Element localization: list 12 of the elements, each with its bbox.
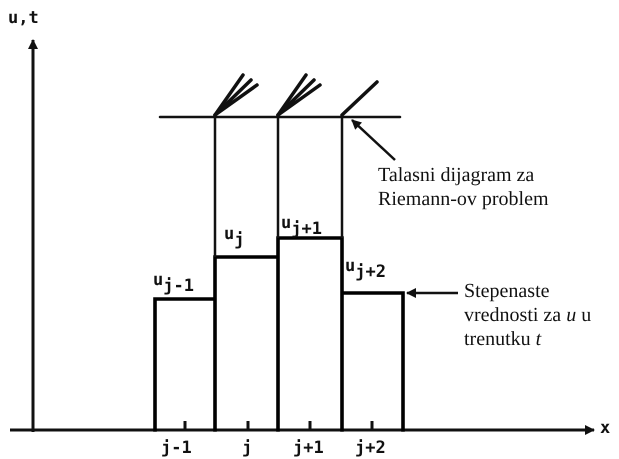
leader-arrow	[351, 119, 396, 161]
interface-line	[214, 117, 216, 257]
leader-arrow	[406, 288, 458, 298]
callout-text: Stepenaste vrednosti za u u trenutku t	[464, 279, 599, 351]
interface-line	[276, 117, 280, 238]
axis-label: x	[600, 420, 610, 437]
axis-label: u,t	[8, 10, 39, 27]
wave-diagram-line	[158, 116, 402, 118]
tick-label: j+2	[355, 440, 386, 457]
interface-line	[340, 117, 344, 238]
callout-text: Talasni dijagram za Riemann-ov problem	[378, 163, 578, 211]
tick-label: j	[242, 440, 252, 457]
